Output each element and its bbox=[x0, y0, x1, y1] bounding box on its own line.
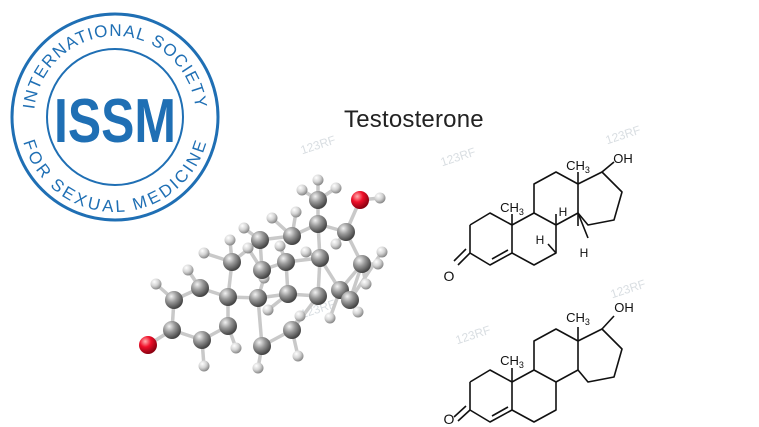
methyl-label: CH3 bbox=[566, 310, 590, 327]
hydrogen-atom bbox=[224, 234, 236, 246]
carbon-atom bbox=[219, 317, 237, 335]
hydrogen-atom bbox=[274, 240, 286, 252]
oxygen-atom bbox=[351, 191, 369, 209]
methyl-label: CH3 bbox=[500, 200, 524, 217]
methyl-label: CH3 bbox=[566, 158, 590, 175]
carbon-atom bbox=[191, 279, 209, 297]
carbon-atom bbox=[279, 285, 297, 303]
issm-logo: INTERNATIONAL SOCIETY FOR SEXUAL MEDICIN… bbox=[10, 12, 220, 222]
carbon-atom bbox=[219, 288, 237, 306]
carbon-atom bbox=[283, 321, 301, 339]
hydrogen-atom bbox=[372, 258, 384, 270]
hydrogen-atom bbox=[330, 238, 342, 250]
hydrogen-label: H bbox=[536, 233, 545, 247]
carbon-atom bbox=[309, 191, 327, 209]
hydrogen-atom bbox=[198, 360, 210, 372]
carbon-atom bbox=[309, 215, 327, 233]
carbon-atom bbox=[309, 287, 327, 305]
hydrogen-atom bbox=[324, 312, 336, 324]
hydrogen-atom bbox=[296, 184, 308, 196]
hydrogen-atom bbox=[266, 212, 278, 224]
carbon-atom bbox=[165, 291, 183, 309]
hydrogen-atom bbox=[352, 306, 364, 318]
oxygen-label: O bbox=[444, 268, 455, 284]
hydrogen-atom bbox=[290, 206, 302, 218]
hydrogen-label: H bbox=[580, 246, 589, 260]
carbon-atom bbox=[251, 231, 269, 249]
carbon-atom bbox=[337, 223, 355, 241]
carbon-atom bbox=[283, 227, 301, 245]
carbon-atom bbox=[193, 331, 211, 349]
carbon-atom bbox=[311, 249, 329, 267]
hydrogen-atom bbox=[262, 304, 274, 316]
hydrogen-atom bbox=[330, 182, 342, 194]
hydrogen-atom bbox=[360, 278, 372, 290]
logo-inner-ring bbox=[46, 48, 184, 186]
page-title: Testosterone bbox=[344, 106, 484, 133]
logo-acronym: ISSM bbox=[54, 87, 176, 156]
hydroxyl-label: OH bbox=[613, 151, 633, 166]
hydroxyl-label: OH bbox=[614, 300, 634, 315]
carbon-atom bbox=[341, 291, 359, 309]
hydrogen-atom bbox=[150, 278, 162, 290]
oxygen-atom bbox=[139, 336, 157, 354]
carbon-atom bbox=[163, 321, 181, 339]
hydrogen-atom bbox=[230, 342, 242, 354]
hydrogen-atom bbox=[242, 242, 254, 254]
hydrogen-atom bbox=[294, 310, 306, 322]
hydrogen-label: H bbox=[559, 205, 568, 219]
hydrogen-atom bbox=[292, 350, 304, 362]
carbon-atom bbox=[353, 255, 371, 273]
hydrogen-atom bbox=[312, 174, 324, 186]
hydrogen-atom bbox=[182, 264, 194, 276]
carbon-atom bbox=[253, 337, 271, 355]
methyl-label: CH3 bbox=[500, 353, 524, 370]
oxygen-label: O bbox=[444, 411, 455, 427]
carbon-atom bbox=[223, 253, 241, 271]
carbon-atom bbox=[277, 253, 295, 271]
carbon-atom bbox=[253, 261, 271, 279]
hydrogen-atom bbox=[376, 246, 388, 258]
hydrogen-atom bbox=[374, 192, 386, 204]
hydrogen-atom bbox=[300, 246, 312, 258]
hydrogen-atom bbox=[198, 247, 210, 259]
carbon-atom bbox=[249, 289, 267, 307]
hydrogen-atom bbox=[252, 362, 264, 374]
logo-outer-ring bbox=[10, 12, 220, 222]
hydrogen-atom bbox=[238, 222, 250, 234]
